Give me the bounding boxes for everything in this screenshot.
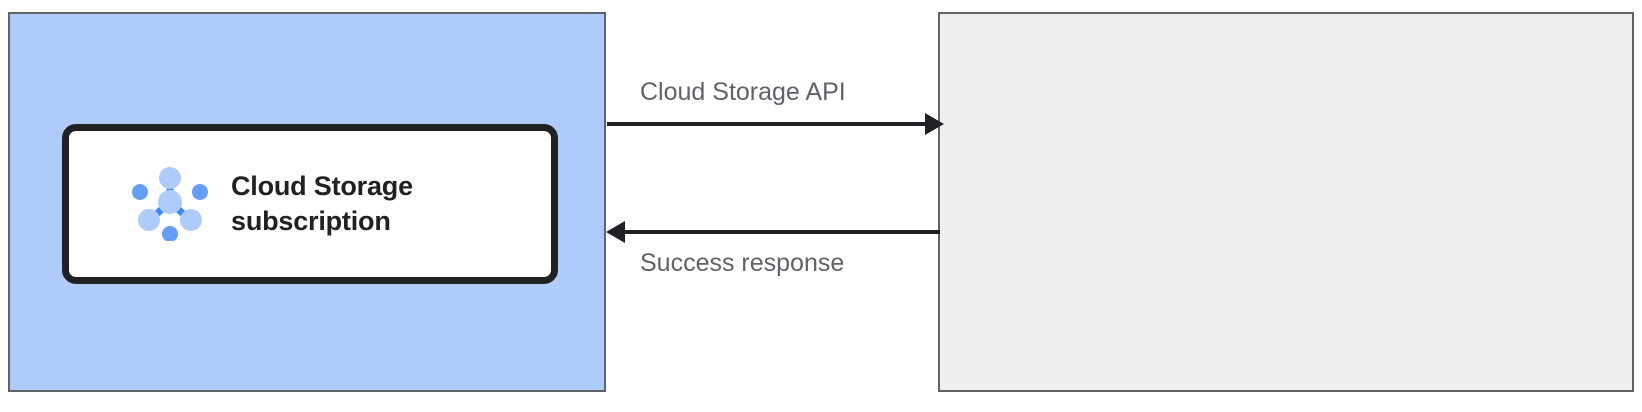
success-response-arrow-label: Success response	[640, 249, 845, 277]
cloud-storage-subscription-label: Cloud Storage subscription	[231, 171, 413, 236]
arrow-right-icon	[925, 113, 944, 135]
cloud-storage-api-arrow-label: Cloud Storage API	[640, 78, 846, 106]
cloud-storage-subscription-panel: Cloud Storage subscription	[8, 12, 606, 392]
cloud-storage-bucket-panel: Cloud Storage bucket	[938, 12, 1634, 392]
arrow-left-icon	[606, 221, 625, 243]
cloud-storage-subscription-card[interactable]: Cloud Storage subscription	[62, 124, 558, 284]
cloud-storage-api-arrow-line	[607, 122, 927, 126]
success-response-arrow-line	[622, 230, 940, 234]
pubsub-subscription-icon	[131, 163, 209, 246]
